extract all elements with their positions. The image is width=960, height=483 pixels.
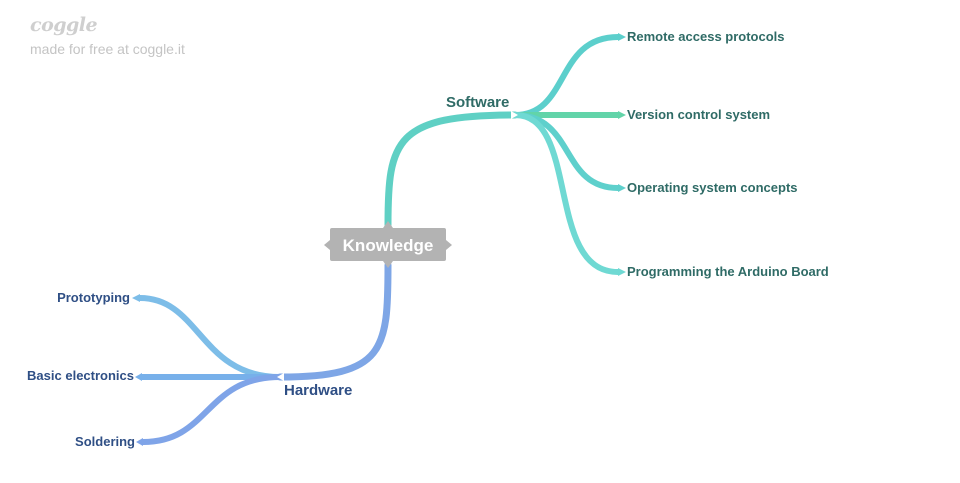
central-node-label: Knowledge bbox=[343, 236, 434, 255]
node-remote-access[interactable]: Remote access protocols bbox=[627, 29, 785, 44]
central-left-notch bbox=[324, 240, 330, 250]
edge-prototyping[interactable] bbox=[137, 295, 283, 380]
central-top-notch bbox=[383, 221, 393, 228]
central-bottom-notch bbox=[383, 261, 393, 268]
arrow-basic-electronics bbox=[135, 373, 142, 381]
coggle-logo: coggle bbox=[30, 14, 98, 36]
watermark-tagline: made for free at coggle.it bbox=[30, 41, 185, 57]
node-arduino[interactable]: Programming the Arduino Board bbox=[627, 264, 829, 279]
node-prototyping[interactable]: Prototyping bbox=[57, 290, 130, 305]
edge-os-concepts[interactable] bbox=[512, 112, 621, 191]
arrow-soldering bbox=[136, 438, 143, 446]
central-node-box bbox=[330, 228, 446, 261]
junction-software bbox=[511, 111, 518, 119]
node-basic-electronics[interactable]: Basic electronics bbox=[27, 368, 134, 383]
node-version-control[interactable]: Version control system bbox=[627, 107, 770, 122]
arrow-arduino bbox=[618, 268, 626, 276]
node-soldering[interactable]: Soldering bbox=[75, 434, 135, 449]
junction-hardware bbox=[277, 373, 284, 381]
edge-arduino[interactable] bbox=[512, 112, 621, 275]
coggle-watermark: coggle made for free at coggle.it bbox=[30, 14, 185, 57]
arrow-version-control bbox=[618, 111, 626, 119]
branch-label-software[interactable]: Software bbox=[446, 94, 509, 111]
branch-label-hardware[interactable]: Hardware bbox=[284, 382, 352, 399]
node-os-concepts[interactable]: Operating system concepts bbox=[627, 180, 798, 195]
branch-hardware-line[interactable] bbox=[276, 261, 392, 381]
central-node[interactable]: Knowledge bbox=[324, 221, 452, 268]
edge-soldering[interactable] bbox=[140, 374, 283, 445]
arrow-os-concepts bbox=[618, 184, 626, 192]
branch-software-line[interactable] bbox=[384, 111, 519, 229]
edge-remote-access[interactable] bbox=[512, 34, 621, 118]
central-right-notch bbox=[446, 240, 452, 250]
arrow-prototyping bbox=[132, 294, 140, 302]
arrow-remote-access bbox=[618, 33, 626, 41]
